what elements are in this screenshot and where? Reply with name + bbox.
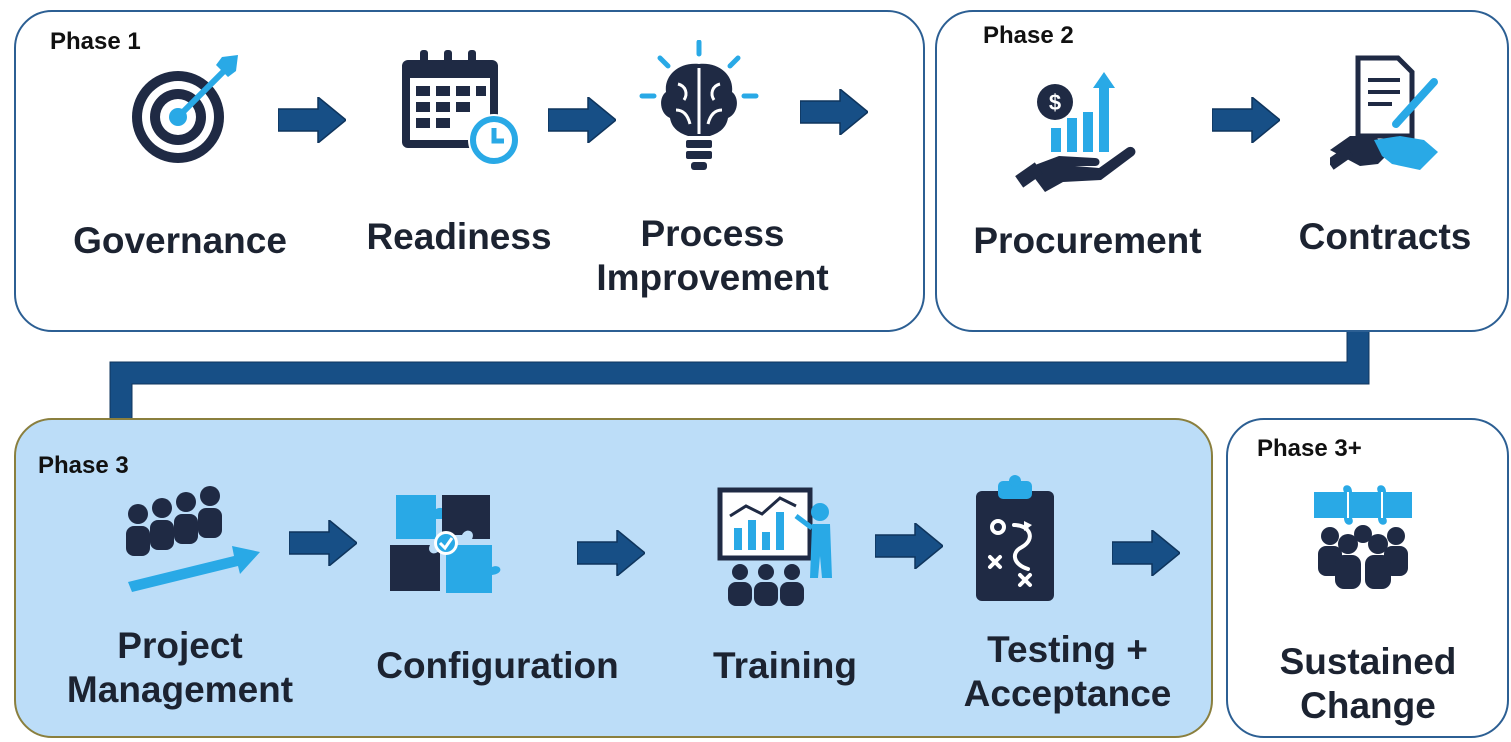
step-procurement-label: Procurement: [973, 220, 1202, 261]
arrow-icon: [577, 530, 645, 576]
target-icon: [132, 55, 238, 163]
handshake-document-icon: [1330, 55, 1438, 170]
step-training-label: Training: [713, 645, 857, 686]
phase-1-label: Phase 1: [50, 28, 141, 55]
step-configuration-label: Configuration: [376, 645, 619, 686]
puzzle-pieces-icon: [390, 495, 501, 593]
team-growth-icon: [126, 486, 260, 592]
clipboard-plan-icon: [976, 475, 1054, 601]
hand-chart-money-icon: $: [1015, 72, 1136, 192]
team-puzzle-icon: [1314, 485, 1412, 589]
step-contracts-label: Contracts: [1298, 216, 1472, 257]
phase-3-label: Phase 3: [38, 452, 129, 479]
arrow-icon: [1212, 97, 1280, 143]
arrow-icon: [548, 97, 616, 143]
presentation-audience-icon: [717, 487, 832, 606]
step-readiness-label: Readiness: [366, 216, 552, 257]
calendar-clock-icon: [402, 50, 520, 166]
svg-text:$: $: [1049, 90, 1061, 115]
arrow-icon: [800, 89, 868, 135]
phase-3-plus-label: Phase 3+: [1257, 435, 1362, 462]
brain-bulb-icon: [639, 40, 759, 170]
arrow-icon: [278, 97, 346, 143]
phase-2-label: Phase 2: [983, 22, 1074, 49]
arrow-icon: [289, 520, 357, 566]
step-governance-label: Governance: [73, 220, 287, 261]
step-testing-acceptance-label: Testing +Acceptance: [963, 629, 1172, 714]
arrow-icon: [1112, 530, 1180, 576]
arrow-icon: [875, 523, 943, 569]
